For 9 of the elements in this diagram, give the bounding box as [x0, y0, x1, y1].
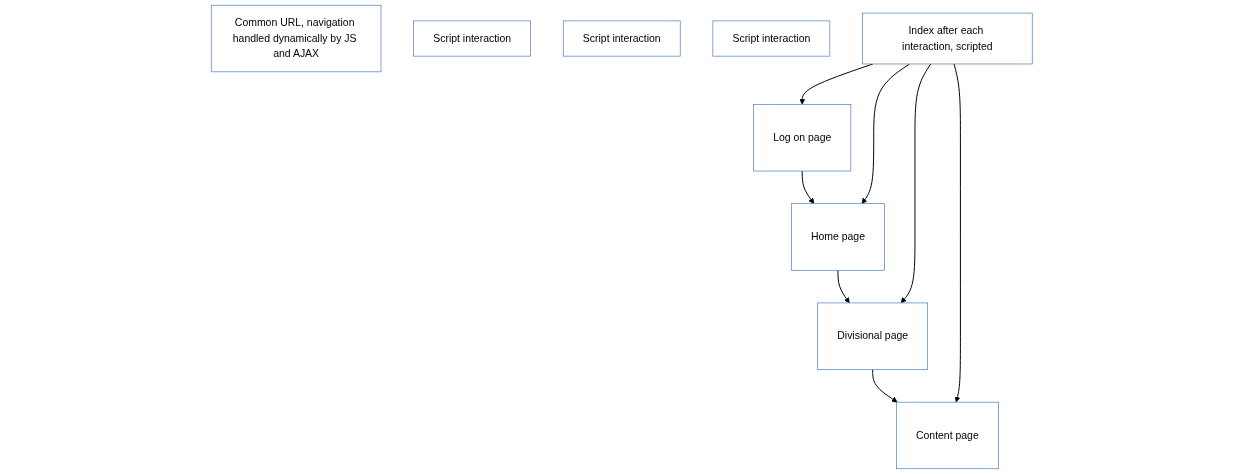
node-box: Index after each interaction, scripted [862, 12, 1033, 65]
node-box: Script interaction [413, 20, 532, 57]
node-box: Common URL, navigation handled dynamically by JS and AJAX [211, 4, 382, 73]
node-box: Log on page [753, 104, 852, 172]
node-box: Content page [896, 401, 999, 470]
node-box: Home page [791, 203, 886, 271]
node-box: Script interaction [712, 20, 831, 57]
node-box: Divisional page [817, 302, 929, 370]
node-box: Script interaction [563, 20, 681, 57]
